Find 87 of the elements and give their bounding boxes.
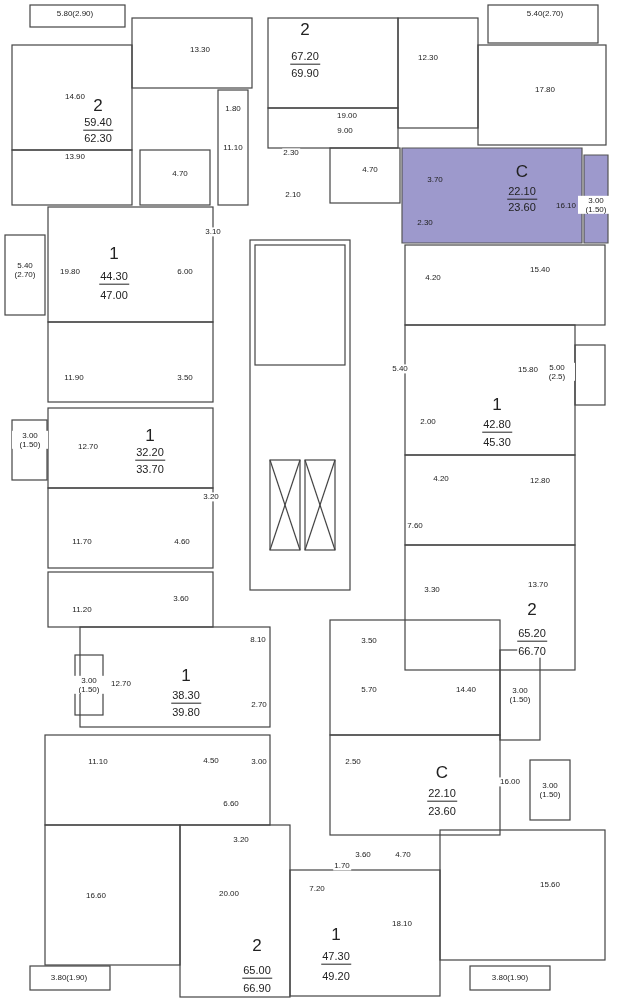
total-area-label: 69.90 <box>290 66 320 80</box>
room-area-label: 4.20 <box>424 273 442 283</box>
room-area-label: 4.60 <box>173 537 191 547</box>
room-area-label: 14.60 <box>64 92 86 102</box>
room-area-label: 2.30 <box>282 148 300 158</box>
room-area-label: 2.00 <box>419 417 437 427</box>
total-area-label: 33.70 <box>135 462 165 476</box>
living-area-label: 44.30 <box>99 269 129 285</box>
total-area-label: 23.60 <box>427 804 457 818</box>
living-area-label: 59.40 <box>83 115 113 131</box>
room-area-label: 3.70 <box>426 175 444 185</box>
room-area-label: 4.20 <box>432 474 450 484</box>
total-area-label: 66.70 <box>517 644 547 658</box>
room-area-label: 3.50 <box>176 373 194 383</box>
total-area-label: 49.20 <box>321 969 351 983</box>
room-area-label: 15.40 <box>529 265 551 275</box>
room-area-label: 19.80 <box>59 267 81 277</box>
room-area-label: 12.70 <box>77 442 99 452</box>
total-area-label: 66.90 <box>242 981 272 995</box>
living-area-label: 47.30 <box>321 949 351 965</box>
living-area-label: 22.10 <box>507 184 537 200</box>
total-area-label: 62.30 <box>83 131 113 145</box>
room-area-label: 6.00 <box>176 267 194 277</box>
room-area-label: 11.10 <box>87 757 109 767</box>
total-area-label: 47.00 <box>99 288 129 302</box>
room-area-label: 1.80 <box>224 104 242 114</box>
unit-type-label: C <box>514 162 530 182</box>
living-area-label: 32.20 <box>135 445 165 461</box>
room-area-label: 5.40(2.70) <box>525 9 565 19</box>
room-area-label: 11.10 <box>222 143 244 153</box>
room-area-label: 16.10 <box>555 201 577 211</box>
room-area-label: 2.30 <box>416 218 434 228</box>
room-area-label: 17.80 <box>534 85 556 95</box>
room-area-label: 5.40 <box>391 364 409 374</box>
room-area-label: 11.70 <box>71 537 93 547</box>
room-area-label: 7.20 <box>308 884 326 894</box>
room-area-label: 13.90 <box>64 152 86 162</box>
room-area-label: 4.50 <box>202 756 220 766</box>
room-area-label: 3.80(1.90) <box>490 973 530 983</box>
room-area-label: 3.00 <box>250 757 268 767</box>
room-area-label: 16.60 <box>85 891 107 901</box>
room-area-label: 13.30 <box>189 45 211 55</box>
room-area-label: 12.70 <box>110 679 132 689</box>
room-area-label: 3.60 <box>172 594 190 604</box>
room-area-label: 3.30 <box>423 585 441 595</box>
room-area-label: 14.40 <box>455 685 477 695</box>
living-area-label: 65.20 <box>517 626 547 642</box>
room-area-label: 18.10 <box>391 919 413 929</box>
room-area-label: 19.00 <box>336 111 358 121</box>
room-area-label: 4.70 <box>394 850 412 860</box>
total-area-label: 23.60 <box>507 200 537 214</box>
room-area-label: 3.10 <box>204 227 222 237</box>
room-area-label: 1.70 <box>333 861 351 871</box>
room-area-label: 16.00 <box>499 777 521 787</box>
room-area-label: 3.20 <box>232 835 250 845</box>
room-area-label: 12.80 <box>529 476 551 486</box>
balcony-area-label: 3.00 (1.50) <box>12 430 48 450</box>
living-area-label: 65.00 <box>242 963 272 979</box>
living-area-label: 42.80 <box>482 417 512 433</box>
living-area-label: 22.10 <box>427 786 457 802</box>
living-area-label: 67.20 <box>290 49 320 65</box>
room-area-label: 5.70 <box>360 685 378 695</box>
room-area-label: 2.10 <box>284 190 302 200</box>
room-area-label: 4.70 <box>361 165 379 175</box>
room-area-label: 6.60 <box>222 799 240 809</box>
room-area-label: 5.80(2.90) <box>55 9 95 19</box>
room-area-label: 3.50 <box>360 636 378 646</box>
room-area-label: 20.00 <box>218 889 240 899</box>
room-area-label: 2.70 <box>250 700 268 710</box>
room-area-label: 2.50 <box>344 757 362 767</box>
room-area-label: 12.30 <box>417 53 439 63</box>
room-area-label: 8.10 <box>249 635 267 645</box>
room-area-label: 4.70 <box>171 169 189 179</box>
room-area-label: 15.60 <box>539 880 561 890</box>
balcony-area-label: 3.00 (1.50) <box>71 675 107 695</box>
room-area-label: 7.60 <box>406 521 424 531</box>
room-area-label: 15.80 <box>517 365 539 375</box>
total-area-label: 39.80 <box>171 705 201 719</box>
living-area-label: 38.30 <box>171 688 201 704</box>
room-area-label: 11.90 <box>63 373 85 383</box>
room-area-label: 11.20 <box>71 605 93 615</box>
room-area-label: 3.20 <box>202 492 220 502</box>
total-area-label: 45.30 <box>482 435 512 449</box>
room-area-label: 9.00 <box>336 126 354 136</box>
room-area-label: 3.60 <box>354 850 372 860</box>
room-area-label: 13.70 <box>527 580 549 590</box>
room-area-label: 3.80(1.90) <box>49 973 89 983</box>
